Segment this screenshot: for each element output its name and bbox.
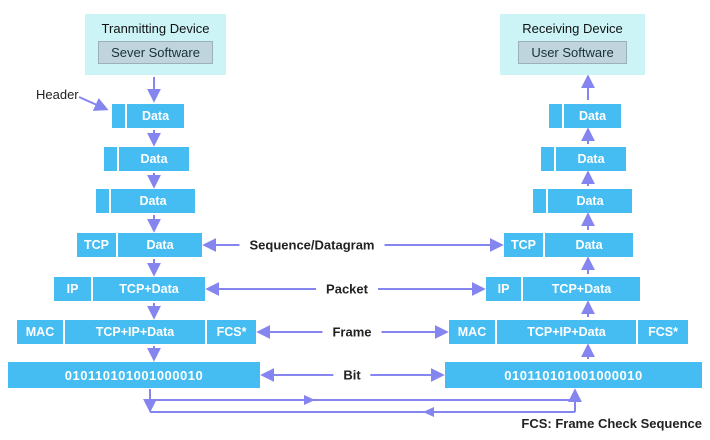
left-ip-box: IP (54, 277, 91, 301)
left-fcs-box: FCS* (207, 320, 256, 344)
left-bitstream-box: 010110101001000010 (8, 362, 260, 388)
left-header-box-2 (104, 147, 117, 171)
right-mac-payload-box: TCP+IP+Data (497, 320, 636, 344)
right-header-box-2 (541, 147, 554, 171)
right-tcp-box: TCP (504, 233, 543, 257)
right-fcs-box: FCS* (638, 320, 688, 344)
physical-link-lines (143, 388, 582, 417)
left-tcp-payload-box: Data (118, 233, 202, 257)
right-data-box-1: Data (564, 104, 621, 128)
frame-layer-label: Frame (322, 324, 382, 340)
header-annotation: Header (36, 87, 79, 102)
left-data-box-1: Data (127, 104, 184, 128)
right-ip-payload-box: TCP+Data (523, 277, 640, 301)
forward-arrowhead (304, 395, 315, 405)
header-pointer-arrow (78, 96, 109, 111)
left-mac-box: MAC (17, 320, 63, 344)
right-header-box-3 (533, 189, 546, 213)
right-tcp-payload-box: Data (545, 233, 633, 257)
right-bitstream-box: 010110101001000010 (445, 362, 702, 388)
segment-layer-label: Sequence/Datagram (239, 237, 385, 253)
left-header-box-3 (96, 189, 109, 213)
left-ip-payload-box: TCP+Data (93, 277, 205, 301)
right-data-box-2: Data (556, 147, 626, 171)
left-data-box-2: Data (119, 147, 189, 171)
left-data-box-3: Data (111, 189, 195, 213)
right-ip-box: IP (486, 277, 521, 301)
bit-layer-label: Bit (333, 367, 371, 383)
left-mac-payload-box: TCP+IP+Data (65, 320, 205, 344)
server-software-box: Sever Software (98, 41, 213, 64)
left-tcp-box: TCP (77, 233, 116, 257)
right-mac-box: MAC (449, 320, 495, 344)
receiving-device-title: Receiving Device (522, 21, 623, 36)
left-header-box-1 (112, 104, 125, 128)
transmitting-device-box: Tranmitting Device Sever Software (85, 14, 226, 75)
fcs-footnote: FCS: Frame Check Sequence (521, 416, 702, 431)
user-software-box: User Software (518, 41, 627, 64)
right-data-box-3: Data (548, 189, 632, 213)
packet-layer-label: Packet (316, 281, 378, 297)
receiving-device-box: Receiving Device User Software (500, 14, 645, 75)
transmitting-device-title: Tranmitting Device (101, 21, 210, 36)
right-header-box-1 (549, 104, 562, 128)
return-arrowhead (423, 407, 434, 417)
layer-exchange-arrows (202, 238, 504, 382)
